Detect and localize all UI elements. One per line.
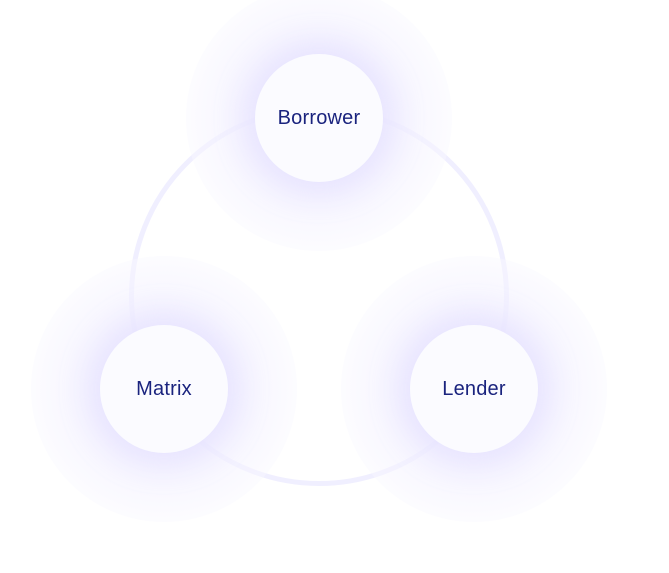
matrix-node[interactable]: Matrix xyxy=(100,325,228,453)
matrix-label: Matrix xyxy=(136,377,192,400)
borrower-node[interactable]: Borrower xyxy=(255,54,383,182)
lender-node[interactable]: Lender xyxy=(410,325,538,453)
borrower-label: Borrower xyxy=(277,106,361,129)
lender-label: Lender xyxy=(442,377,506,400)
